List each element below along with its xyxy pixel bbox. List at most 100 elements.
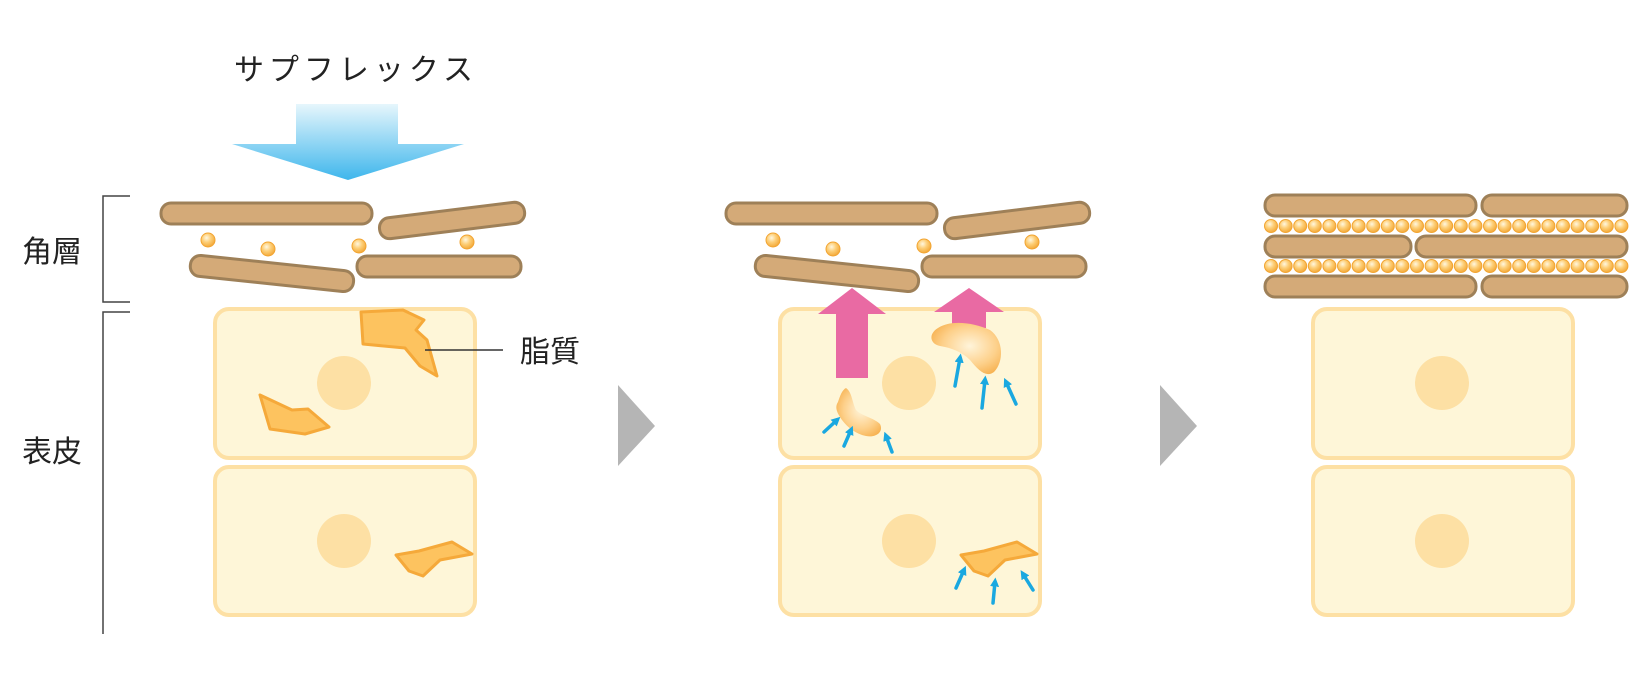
corneocyte <box>724 201 939 226</box>
lipid-bead <box>1424 259 1439 273</box>
lipid-bead <box>1366 259 1381 273</box>
corneocyte <box>753 253 921 294</box>
lipid-bead <box>1585 219 1600 233</box>
product-arrow <box>232 104 464 180</box>
lipid-bead <box>1264 219 1278 233</box>
corneocyte <box>1263 193 1478 218</box>
lipid-granule <box>359 308 439 378</box>
lipid-bead <box>1410 219 1424 233</box>
nucleus <box>1415 356 1469 410</box>
solubilizing-arrow <box>1003 377 1018 406</box>
lipid-secretion-arrow <box>934 288 1004 328</box>
panel-after <box>1263 193 1629 617</box>
lipid-bead <box>1483 219 1497 233</box>
lipid-bead <box>1599 259 1614 273</box>
lipid-bead <box>1599 219 1614 233</box>
stratum-corneum <box>159 200 527 294</box>
panel-during <box>724 200 1092 617</box>
solubilizing-arrow <box>822 416 841 434</box>
lipid-bead <box>1614 219 1629 233</box>
lipid-bead <box>1526 259 1541 273</box>
corneocyte <box>1263 274 1478 299</box>
lipid-bead <box>1351 259 1366 273</box>
lipid-bead <box>1395 259 1410 273</box>
panel-before: 脂質 <box>159 200 580 617</box>
lipid-layer <box>1264 219 1629 233</box>
lipid-bead <box>1322 259 1337 273</box>
lipid-bead <box>1468 259 1483 273</box>
lipid-bead <box>1556 259 1570 273</box>
lipid-bead <box>1307 219 1322 233</box>
epidermis-bracket <box>102 311 130 634</box>
nucleus <box>317 514 371 568</box>
corneocyte <box>159 201 374 226</box>
corneocyte <box>920 254 1088 279</box>
lipid-dissolving <box>931 322 1002 375</box>
solubilizing-arrow <box>990 577 1000 605</box>
stratum-corneum <box>1263 193 1629 299</box>
lipid-droplet <box>459 234 475 250</box>
lipid-droplets <box>200 232 475 257</box>
lipid-secretion-arrow <box>818 288 886 378</box>
lipid-bead <box>1453 219 1468 233</box>
lipid-bead <box>1556 219 1570 233</box>
stratum-corneum-label: 角層 <box>22 235 82 270</box>
lipid-bead <box>1380 259 1395 273</box>
solubilizing-arrows <box>822 353 1035 605</box>
lipid-bead <box>1395 219 1410 233</box>
lipid-bead <box>1497 259 1512 273</box>
lipid-droplet <box>825 241 841 257</box>
solubilizing-arrow <box>954 565 967 590</box>
lipid-bead <box>1439 259 1454 273</box>
lipid-bead <box>1264 259 1278 273</box>
corneocyte <box>355 254 523 279</box>
lipid-dissolving <box>836 388 882 437</box>
corneocyte <box>1480 274 1629 299</box>
lipid-layer <box>1264 259 1629 273</box>
lipid-bead <box>1570 259 1585 273</box>
product-label: サプフレックス <box>234 53 478 88</box>
step-arrow <box>1160 385 1197 466</box>
lipid-bead <box>1497 219 1512 233</box>
lipid-bead <box>1585 259 1600 273</box>
lipid-droplet <box>765 232 781 248</box>
lipid-bead <box>1278 219 1293 233</box>
lipid-bead <box>1570 219 1585 233</box>
lipid-bead <box>1512 219 1527 233</box>
lipid-bead <box>1366 219 1381 233</box>
lipid-bead <box>1512 259 1527 273</box>
lipid-granule <box>394 540 474 578</box>
lipid-droplet <box>200 232 216 248</box>
lipid-granule <box>258 393 331 436</box>
corneocyte <box>1414 234 1629 259</box>
epidermal-cells <box>213 307 477 617</box>
lipid-bead <box>1322 219 1337 233</box>
lipid-bead <box>1424 219 1439 233</box>
nucleus <box>1415 514 1469 568</box>
lipid-bead <box>1337 219 1351 233</box>
solubilizing-arrow <box>979 375 990 410</box>
corneocyte <box>188 253 356 294</box>
lipid-droplet <box>1024 234 1040 250</box>
solubilizing-arrow <box>953 353 964 388</box>
nucleus <box>882 356 936 410</box>
epidermal-cells <box>1311 307 1575 617</box>
stratum-corneum-bracket <box>102 195 130 303</box>
lipid-droplets <box>765 232 1040 257</box>
lipid-bead <box>1278 259 1293 273</box>
corneocyte <box>1263 234 1413 259</box>
lipid-bead <box>1614 259 1629 273</box>
lipid-bead <box>1337 259 1351 273</box>
stratum-corneum <box>724 200 1092 294</box>
lipid-bead <box>1351 219 1366 233</box>
lipid-label: 脂質 <box>520 335 580 370</box>
step-arrow <box>618 385 655 466</box>
lipid-bead <box>1380 219 1395 233</box>
nucleus <box>882 514 936 568</box>
corneocyte <box>377 200 527 241</box>
lipid-granule <box>959 540 1039 578</box>
lipid-bead <box>1410 259 1424 273</box>
lipid-bead <box>1439 219 1454 233</box>
epidermis-label: 表皮 <box>22 435 82 470</box>
